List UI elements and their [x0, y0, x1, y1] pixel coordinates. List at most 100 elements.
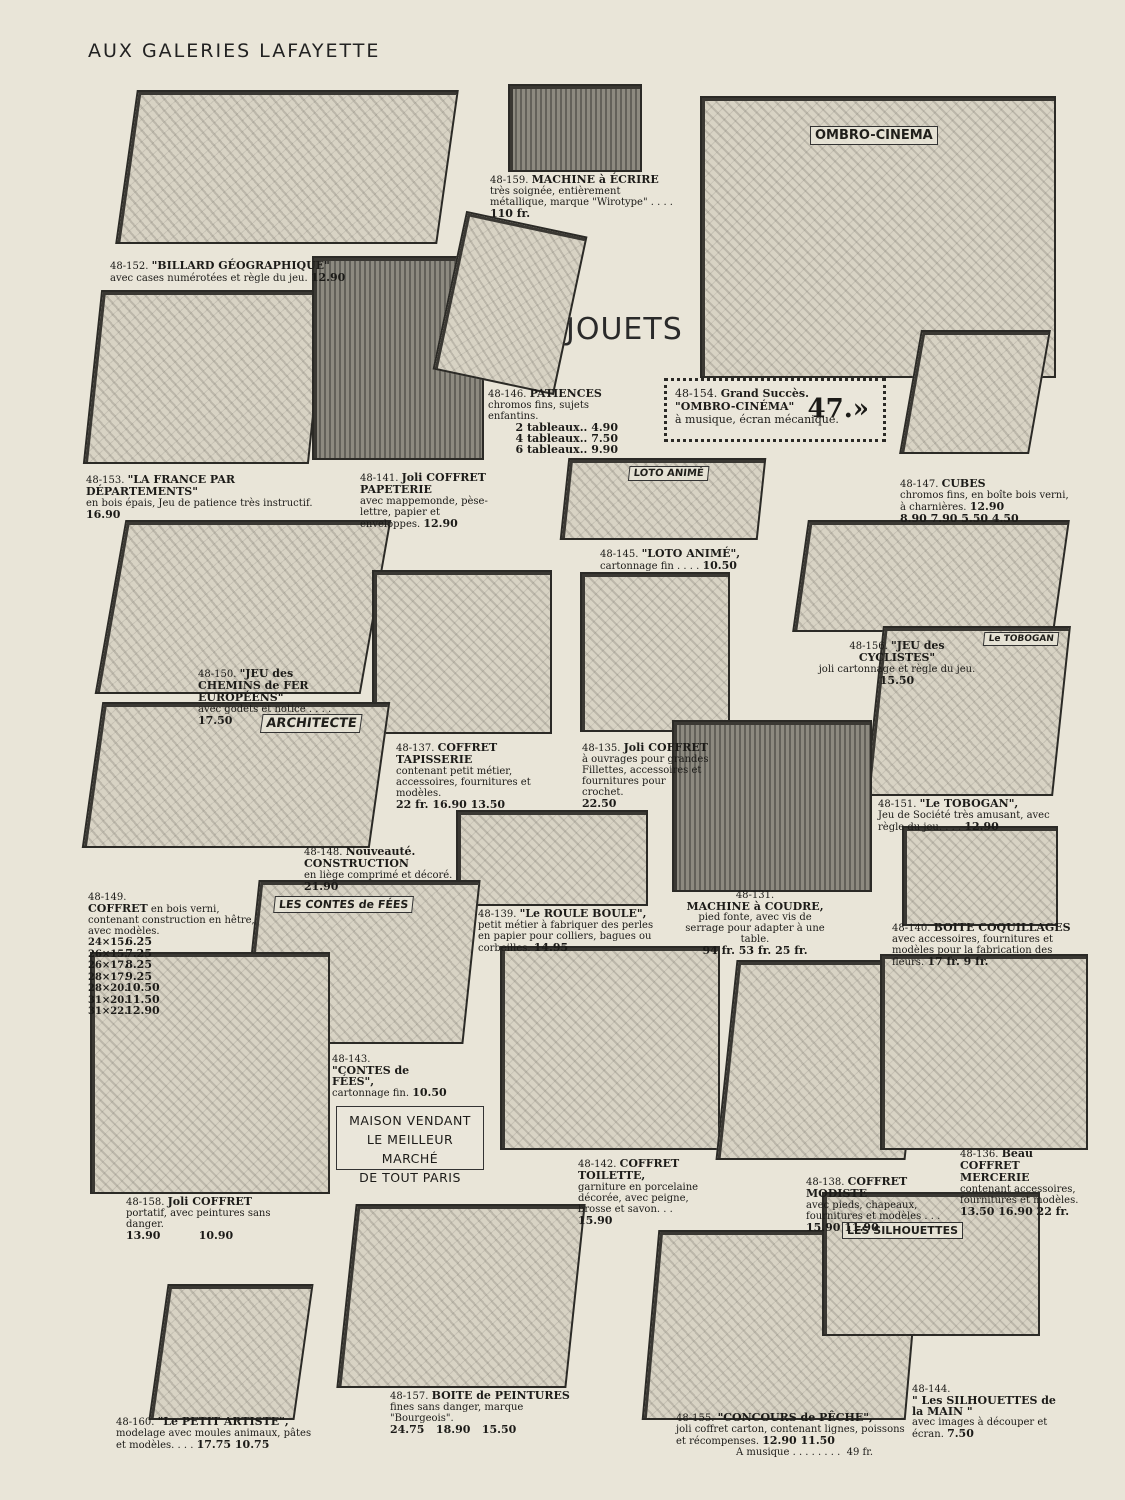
- item-price-option: 2 tableaux.. 4.90: [515, 421, 618, 434]
- item-title: CUBES: [941, 477, 986, 490]
- item-price: 15.50: [879, 674, 915, 687]
- item-title: "Le ROULE BOULE",: [519, 907, 647, 920]
- illustration-machine-a-ecrire: [508, 84, 642, 172]
- silhouettes-label: LES SILHOUETTES: [842, 1222, 963, 1239]
- item-desc: contenant accessoires, fournitures et mo…: [960, 1184, 1079, 1206]
- item-desc: modelage avec moules animaux, pâtes et m…: [116, 1428, 312, 1451]
- caption-48-143: 48-143. "CONTES de FÉES", cartonnage fin…: [332, 1054, 452, 1099]
- item-code: 48-131.: [735, 890, 775, 901]
- price: 8.25: [125, 958, 152, 971]
- item-desc: en bois verni, contenant construction en…: [88, 904, 255, 937]
- caption-48-144: 48-144. " Les SILHOUETTES de la MAIN " a…: [912, 1384, 1062, 1440]
- caption-48-137: 48-137. COFFRET TAPISSERIE contenant pet…: [396, 742, 546, 810]
- item-code: 48-138.: [806, 1177, 845, 1188]
- item-desc: garniture en porcelaine décorée, avec pe…: [578, 1182, 699, 1215]
- item-desc: avec pieds, chapeaux, fournitures et mod…: [806, 1200, 941, 1222]
- item-price: 17 fr. 9 fr.: [927, 955, 989, 968]
- item-title: "CONTES de FÉES",: [332, 1064, 410, 1088]
- item-code: 48-137.: [396, 743, 435, 754]
- item-desc: avec accessoires, fournitures et modèles…: [892, 934, 1054, 968]
- caption-48-145: 48-145. "LOTO ANIMÉ", cartonnage fin . .…: [600, 548, 760, 572]
- item-title: BOITE de PEINTURES: [431, 1389, 570, 1402]
- item-desc: contenant petit métier, accessoires, fou…: [396, 766, 531, 799]
- size: 31×20.: [88, 994, 128, 1006]
- caption-48-140: 48-140. BOITE COQUILLAGES avec accessoir…: [892, 922, 1072, 968]
- item-code: 48-139.: [478, 909, 517, 920]
- item-code: 48-148.: [304, 847, 343, 858]
- caption-48-151: 48-151. "Le TOBOGAN", Jeu de Société trè…: [878, 798, 1068, 833]
- item-desc: en liège comprimé et décoré.: [304, 870, 453, 881]
- item-title: COFFRET MODISTE: [806, 1175, 908, 1200]
- item-title: Nouveauté. CONSTRUCTION: [304, 845, 416, 870]
- item-desc: chromos fins, sujets enfantins.: [488, 400, 589, 422]
- item-title: MACHINE à ÉCRIRE: [531, 173, 659, 186]
- price: 12.90: [125, 1004, 160, 1017]
- price: 9.25: [125, 969, 152, 983]
- item-code: 48-142.: [578, 1159, 617, 1170]
- caption-48-156: 48-156. "JEU des CYCLISTES" joli cartonn…: [812, 640, 982, 686]
- item-code: 48-156.: [849, 641, 888, 652]
- illustration-jeu-des-cyclistes: [792, 520, 1070, 632]
- item-code: 48-158.: [126, 1197, 165, 1208]
- item-code: 48-135.: [582, 743, 621, 754]
- tobogan-label: Le TOBOGAN: [982, 632, 1060, 646]
- illustration-boite-coquillages: [902, 826, 1058, 926]
- item-desc: avec godets et notice . . . .: [198, 704, 332, 715]
- item-price: 14.95: [533, 941, 569, 954]
- size: 26×17.: [88, 960, 128, 971]
- item-title: COFFRET TAPISSERIE: [396, 741, 498, 766]
- item-price: 16.90: [86, 508, 121, 521]
- size: 24×15.: [88, 937, 128, 948]
- illustration-coffret-mercerie: [880, 954, 1088, 1150]
- item-price: 15.90: [578, 1214, 613, 1227]
- item-price: 13.90 10.90: [126, 1229, 234, 1242]
- item-code: 48-147.: [900, 479, 939, 490]
- item-price: 15.90 11.90: [806, 1221, 879, 1234]
- item-desc: Jeu de Société très amusant, avec règle …: [878, 810, 1050, 833]
- slogan-line-2: LE MEILLEUR MARCHÉ: [366, 1132, 454, 1166]
- illustration-loto-anime: LOTO ANIMÉ: [559, 458, 767, 540]
- item-desc: cartonnage fin . . . .: [600, 561, 700, 572]
- promo-line3: à musique, écran mécanique.: [675, 413, 839, 426]
- item-code: 48-141.: [360, 473, 399, 484]
- item-price: 12.90: [964, 820, 999, 833]
- caption-48-147: 48-147. CUBES chromos fins, en boîte boi…: [900, 478, 1072, 524]
- item-code: 48-150.: [198, 669, 237, 680]
- caption-48-160: 48-160. "Le PETIT ARTISTE", modelage ave…: [116, 1416, 316, 1451]
- size: 28×17.: [88, 971, 128, 983]
- item-code: 48-136.: [960, 1149, 999, 1160]
- caption-48-159: 48-159. MACHINE à ÉCRIRE très soignée, e…: [490, 174, 680, 220]
- promo-ombro-cinema: 48-154. Grand Succès. "OMBRO-CINÉMA" à m…: [664, 378, 886, 442]
- item-price: 110 fr.: [490, 207, 531, 220]
- caption-48-135: 48-135. Joli COFFRET à ouvrages pour gra…: [582, 742, 710, 809]
- item-extra-price: A musique . . . . . . . . 49 fr.: [736, 1447, 874, 1458]
- slogan-line-3: DE TOUT PARIS: [359, 1170, 461, 1185]
- item-desc: avec cases numérotées et règle du jeu.: [110, 273, 308, 284]
- page-header: AUX GALERIES LAFAYETTE: [88, 40, 381, 62]
- illustration-silhouettes: LES SILHOUETTES: [822, 1192, 1040, 1336]
- contes-de-fees-label: LES CONTES de FÉES: [273, 896, 415, 913]
- caption-48-152: 48-152. "BILLARD GÉOGRAPHIQUE" avec case…: [110, 260, 350, 284]
- price: 6.25: [125, 935, 152, 948]
- caption-48-149: 48-149. COFFRET en bois verni, contenant…: [88, 892, 258, 1018]
- item-desc: petit métier à fabriquer des perles en p…: [478, 920, 654, 954]
- slogan-box: MAISON VENDANT LE MEILLEUR MARCHÉ DE TOU…: [336, 1106, 484, 1185]
- item-title: Joli COFFRET PAPETERIE: [360, 471, 486, 496]
- illustration-cubes: [899, 330, 1051, 454]
- caption-48-142: 48-142. COFFRET TOILETTE, garniture en p…: [578, 1158, 702, 1227]
- item-title: PATIENCES: [529, 387, 602, 400]
- item-price: 22.50: [582, 797, 617, 810]
- illustration-patiences: [432, 210, 588, 396]
- item-desc: fines sans danger, marque "Bourgeois".: [390, 1402, 524, 1424]
- promo-price: 47.»: [807, 394, 869, 424]
- item-title: "CONCOURS de PÊCHE",: [717, 1411, 873, 1424]
- item-title: COFFRET TOILETTE,: [578, 1157, 680, 1182]
- item-title: " Les SILHOUETTES de la MAIN ": [912, 1394, 1056, 1418]
- item-desc: à ouvrages pour grandes Fillettes, acces…: [582, 754, 709, 798]
- item-code: 48-159.: [490, 175, 529, 186]
- item-price: 12.90: [969, 500, 1005, 513]
- promo-line1: Grand Succès.: [720, 387, 809, 400]
- item-code: 48-143.: [332, 1054, 371, 1065]
- item-title: Joli COFFRET: [167, 1195, 252, 1208]
- caption-48-158: 48-158. Joli COFFRET portatif, avec pein…: [126, 1196, 306, 1241]
